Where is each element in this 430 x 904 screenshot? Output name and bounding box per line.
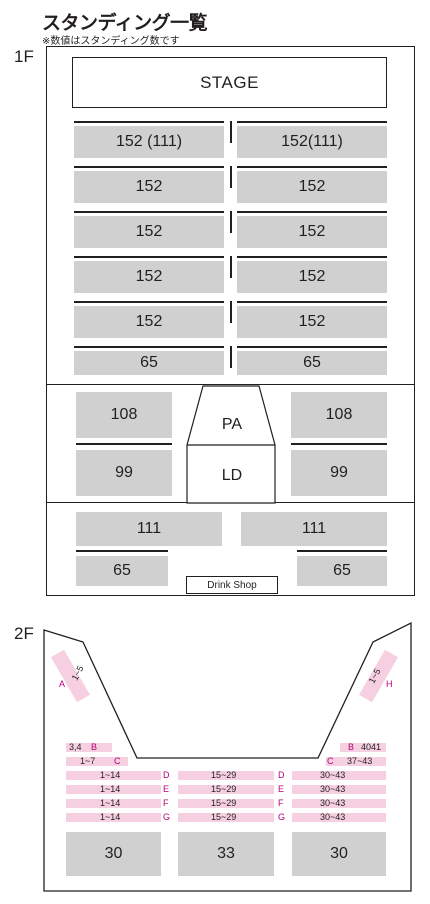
side-row-c-right xyxy=(326,757,386,766)
standing-block-row5-left: 152 xyxy=(74,306,224,338)
side-block-a-label: A xyxy=(59,679,66,689)
pa-label: PA xyxy=(221,416,243,433)
row-d-left-range: 1~14 xyxy=(100,770,121,780)
side-row-b-left xyxy=(66,743,112,752)
page-title: スタンディング一覧 xyxy=(42,12,208,34)
side-block-h-label: H xyxy=(386,679,393,689)
standing-block-row2-right: 152 xyxy=(237,171,387,203)
row-f-mid-block: F xyxy=(163,798,169,808)
row-f-right-block: F xyxy=(278,798,284,808)
standing-block-mid-left-top: 108 xyxy=(76,392,172,438)
standing-block-row2-left: 152 xyxy=(74,171,224,203)
standing-block-row4-right: 152 xyxy=(237,261,387,293)
row-d-right-range: 30~43 xyxy=(320,770,346,780)
row-d-mid-block: D xyxy=(163,770,170,780)
row-e-left-range: 1~14 xyxy=(100,784,121,794)
floor-1f-outline xyxy=(46,46,415,596)
standing-block-2f-right: 30 xyxy=(292,832,386,876)
standing-block-row4-left: 152 xyxy=(74,261,224,293)
ld-label: LD xyxy=(221,467,243,484)
drink-shop: Drink Shop xyxy=(186,576,278,594)
row-e-mid-range: 15~29 xyxy=(211,784,237,794)
standing-block-rear-right-top: 111 xyxy=(241,512,387,546)
side-row-c-left-range: 1~7 xyxy=(80,756,96,766)
row-d-right-block: D xyxy=(278,770,285,780)
floor-2f-label: 2F xyxy=(14,624,34,643)
standing-block-row6-right: 65 xyxy=(237,351,387,375)
floor-2f-outline xyxy=(43,621,412,892)
standing-block-row6-left: 65 xyxy=(74,351,224,375)
row-f-right-range: 30~43 xyxy=(320,798,346,808)
standing-block-row3-right: 152 xyxy=(237,216,387,248)
side-row-b-right-range: 4041 xyxy=(361,742,382,752)
standing-block-row5-right: 152 xyxy=(237,306,387,338)
stage: STAGE xyxy=(72,57,387,108)
side-row-b-right-block: B xyxy=(348,742,355,752)
side-row-c-right-block: C xyxy=(327,756,334,766)
row-f-mid-range: 15~29 xyxy=(211,798,237,808)
row-g-left-range: 1~14 xyxy=(100,812,121,822)
standing-block-2f-center: 33 xyxy=(178,832,274,876)
side-row-b-right xyxy=(340,743,386,752)
row-e-right-range: 30~43 xyxy=(320,784,346,794)
standing-block-row1-right: 152(111) xyxy=(237,126,387,158)
row-e-right-block: E xyxy=(278,784,285,794)
row-g-mid-range: 15~29 xyxy=(211,812,237,822)
standing-block-2f-left: 30 xyxy=(66,832,161,876)
side-row-b-left-range: 3,4 xyxy=(69,742,82,752)
floor-1f-label: 1F xyxy=(14,47,34,66)
side-row-b-left-block: B xyxy=(91,742,98,752)
page-note: ※数値はスタンディング数です xyxy=(42,36,180,47)
side-row-c-right-range: 37~43 xyxy=(347,756,373,766)
standing-block-mid-left-bottom: 99 xyxy=(76,450,172,496)
standing-block-mid-right-bottom: 99 xyxy=(291,450,387,496)
standing-block-rear-left-bottom: 65 xyxy=(76,556,168,586)
side-row-c-left-block: C xyxy=(114,756,121,766)
row-f-left-range: 1~14 xyxy=(100,798,121,808)
standing-block-row1-left: 152 (111) xyxy=(74,126,224,158)
standing-block-mid-right-top: 108 xyxy=(291,392,387,438)
row-e-mid-block: E xyxy=(163,784,170,794)
row-g-right-block: G xyxy=(278,812,286,822)
floor-1f-divider xyxy=(46,384,415,385)
row-g-mid-block: G xyxy=(163,812,171,822)
standing-block-rear-left-top: 111 xyxy=(76,512,222,546)
standing-block-rear-right-bottom: 65 xyxy=(297,556,387,586)
row-g-right-range: 30~43 xyxy=(320,812,346,822)
standing-block-row3-left: 152 xyxy=(74,216,224,248)
row-d-mid-range: 15~29 xyxy=(211,770,237,780)
side-row-c-left xyxy=(66,757,128,766)
pa-ld-booth xyxy=(186,385,276,504)
